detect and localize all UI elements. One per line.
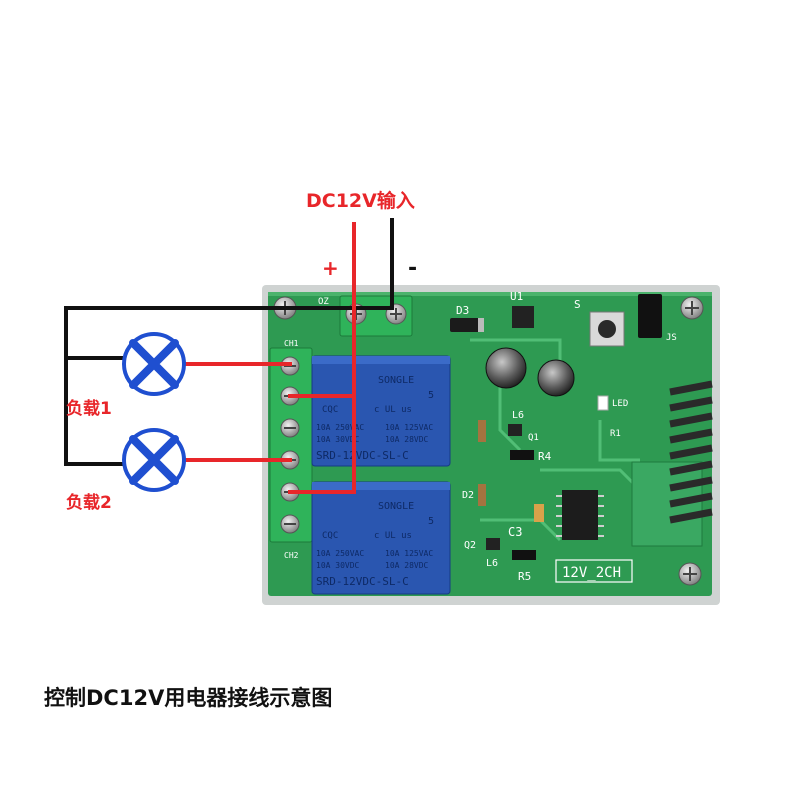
diode-1: [478, 420, 486, 442]
rf-module: [631, 461, 703, 547]
diagram-caption: 控制DC12V用电器接线示意图: [44, 686, 333, 710]
silk-r4: R4: [538, 450, 552, 463]
relay-2-ul: c UL us: [374, 531, 412, 541]
lamp-1-cross-icon: [129, 339, 179, 389]
silk-led: LED: [612, 399, 628, 409]
rf-coil-antenna: [669, 380, 713, 524]
load-1-label: 负载1: [66, 399, 112, 419]
relay-1-mark: 5: [428, 390, 434, 401]
silk-s: S: [574, 298, 581, 311]
relay-1-rating-b: 10A 125VAC: [385, 423, 433, 432]
relay-2-rating-d: 10A 28VDC: [385, 561, 429, 570]
pcb-edge-light: [268, 292, 712, 296]
capacitor-c3: [534, 504, 544, 522]
board-components: [450, 294, 713, 560]
model-label-frame: [555, 559, 633, 583]
silk-oz: OZ: [318, 297, 329, 307]
relay-1-rating-c: 10A 30VDC: [316, 435, 360, 444]
ic-chip: [562, 490, 598, 540]
capacitor-2: [537, 359, 575, 397]
silk-js: JS: [666, 333, 677, 343]
negative-label: -: [408, 256, 418, 281]
silk-d2: D2: [462, 490, 474, 501]
silk-ch1: CH1: [284, 339, 299, 348]
silk-u1: U1: [510, 290, 523, 303]
relay-2-rating-c: 10A 30VDC: [316, 561, 360, 570]
silk-r1: R1: [610, 429, 621, 439]
regulator-u1: [512, 306, 534, 328]
lamp-1: [122, 332, 186, 396]
silk-model: 12V_2CH: [562, 565, 621, 581]
relay-2: SONGLE 5 CQC c UL us 10A 250VAC 10A 125V…: [311, 481, 451, 595]
lamp-2-cross-icon: [129, 435, 179, 485]
output-terminal-strip: [269, 347, 313, 543]
silk-r5: R5: [518, 570, 531, 583]
lamp-2: [122, 428, 186, 492]
input-title: DC12V输入: [306, 190, 415, 212]
relay-1-model: SRD-12VDC-SL-C: [316, 449, 409, 462]
silk-d3: D3: [456, 304, 469, 317]
silk-ch2: CH2: [284, 551, 299, 560]
load-2-label: 负载2: [66, 493, 112, 513]
silk-q2: Q2: [464, 540, 476, 551]
relay-1-rating-a: 10A 250VAC: [316, 423, 364, 432]
transistor-q1: [508, 424, 522, 436]
relay-1-rating-d: 10A 28VDC: [385, 435, 429, 444]
led: [597, 395, 609, 411]
jumper-header: [638, 294, 662, 338]
power-terminal-block: [339, 295, 413, 337]
relay-1-ul: c UL us: [374, 405, 412, 415]
wires: [64, 218, 394, 494]
diode-d3: [450, 318, 484, 332]
capacitor-1: [485, 347, 527, 389]
negative-wire-common: [64, 306, 394, 466]
transistor-q2: [486, 538, 500, 550]
relay-2-model: SRD-12VDC-SL-C: [316, 575, 409, 588]
silk-l6-bottom: L6: [486, 558, 498, 569]
positive-wire-input: [288, 222, 356, 494]
silkscreen: D3 U1 S JS OZ CH1 CH2 L6 Q1 R4 D2 C3 Q2 …: [284, 290, 677, 583]
relay-1-cert: CQC: [322, 405, 338, 415]
relay-2-rating-b: 10A 125VAC: [385, 549, 433, 558]
silk-q1: Q1: [528, 433, 539, 443]
silk-l6-top: L6: [512, 410, 524, 421]
positive-label: +: [322, 256, 339, 280]
relay-2-mark: 5: [428, 516, 434, 527]
diode-d2: [478, 484, 486, 506]
relay-1: SONGLE 5 CQC c UL us 10A 250VAC 10A 125V…: [311, 355, 451, 467]
silk-c3: C3: [508, 525, 522, 539]
resistor-r5: [512, 550, 536, 560]
relay-2-cert: CQC: [322, 531, 338, 541]
resistor-r4: [510, 450, 534, 460]
relay-2-brand: SONGLE: [378, 501, 414, 512]
relay-2-rating-a: 10A 250VAC: [316, 549, 364, 558]
relay-1-brand: SONGLE: [378, 375, 414, 386]
